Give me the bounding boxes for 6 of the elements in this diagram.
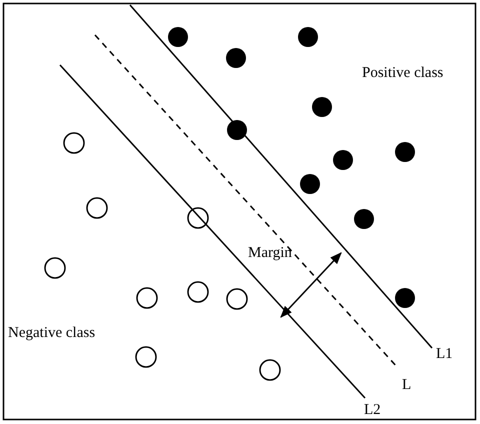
- line-label: L: [402, 378, 412, 393]
- line-label: L2: [364, 403, 381, 418]
- class-label: Negative class: [8, 326, 96, 341]
- line-label: L1: [436, 347, 453, 362]
- class-label: Positive class: [362, 66, 444, 81]
- margin-label: Margin: [248, 246, 292, 261]
